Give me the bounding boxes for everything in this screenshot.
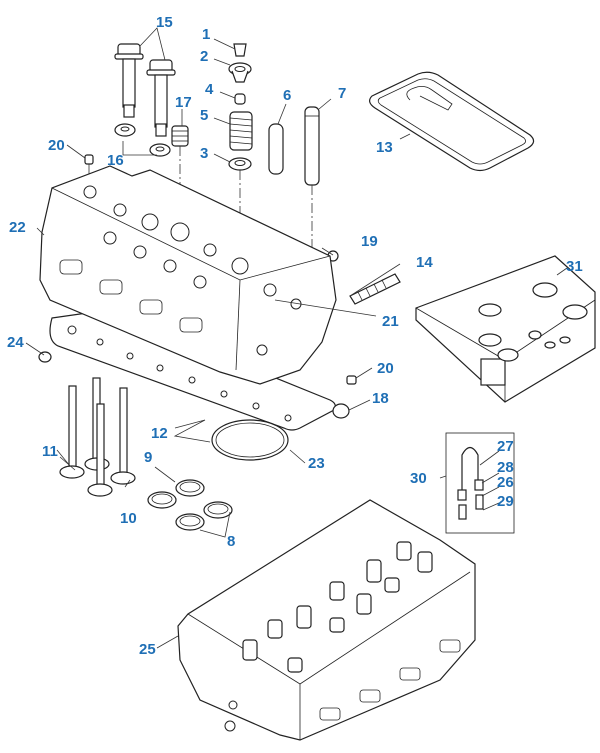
valve-cover-gasket xyxy=(369,71,535,172)
callout-16[interactable]: 16 xyxy=(107,152,124,169)
callout-8[interactable]: 8 xyxy=(227,533,235,550)
callout-30[interactable]: 30 xyxy=(410,470,427,487)
callout-23[interactable]: 23 xyxy=(308,455,325,472)
cylinder-head-assembly xyxy=(177,499,476,741)
leader-lines xyxy=(25,27,568,649)
plug-24 xyxy=(38,351,52,363)
tube-kit xyxy=(445,432,515,534)
valve-guide-7 xyxy=(304,106,320,186)
callout-6[interactable]: 6 xyxy=(283,87,291,104)
callouts: 15 1 2 4 6 7 17 5 13 20 3 16 22 19 14 31… xyxy=(7,14,583,658)
callout-3[interactable]: 3 xyxy=(200,145,208,162)
callout-22[interactable]: 22 xyxy=(9,219,26,236)
plug-20-top xyxy=(84,154,94,165)
head-bolt-left xyxy=(114,43,144,118)
head-bolt-right xyxy=(146,59,176,137)
callout-5[interactable]: 5 xyxy=(200,107,208,124)
spring-retainer xyxy=(228,62,252,83)
callout-12[interactable]: 12 xyxy=(151,425,168,442)
plug-18 xyxy=(332,403,350,419)
o-ring xyxy=(211,419,289,461)
callout-20-top[interactable]: 20 xyxy=(48,137,65,154)
callout-26[interactable]: 26 xyxy=(497,474,514,491)
gasket-kit-box xyxy=(415,255,596,403)
callout-20-side[interactable]: 20 xyxy=(377,360,394,377)
cylinder-head-upper xyxy=(39,165,337,385)
callout-29[interactable]: 29 xyxy=(497,493,514,510)
valve-spring xyxy=(229,111,253,151)
callout-27[interactable]: 27 xyxy=(497,438,514,455)
valve-stem-seal xyxy=(234,93,246,105)
callout-10[interactable]: 10 xyxy=(120,510,137,527)
valve-keeper xyxy=(233,43,247,57)
callout-25[interactable]: 25 xyxy=(139,641,156,658)
valves xyxy=(59,377,136,497)
callout-2[interactable]: 2 xyxy=(200,48,208,65)
callout-31[interactable]: 31 xyxy=(566,258,583,275)
small-spring xyxy=(171,125,189,147)
callout-14[interactable]: 14 xyxy=(416,254,433,271)
callout-9[interactable]: 9 xyxy=(144,449,152,466)
callout-19[interactable]: 19 xyxy=(361,233,378,250)
valve-springs-installed xyxy=(242,541,433,673)
callout-11[interactable]: 11 xyxy=(42,443,58,460)
callout-15[interactable]: 15 xyxy=(156,14,173,31)
callout-24[interactable]: 24 xyxy=(7,334,24,351)
callout-18[interactable]: 18 xyxy=(372,390,389,407)
callout-21[interactable]: 21 xyxy=(382,313,399,330)
callout-17[interactable]: 17 xyxy=(175,94,192,111)
callout-28[interactable]: 28 xyxy=(497,459,514,476)
callout-13[interactable]: 13 xyxy=(376,139,393,156)
valve-seat-inserts xyxy=(147,479,233,531)
stud xyxy=(349,273,401,305)
valve-guide-6 xyxy=(268,123,284,175)
callout-4[interactable]: 4 xyxy=(205,81,214,98)
head-gasket xyxy=(49,309,336,431)
callout-7[interactable]: 7 xyxy=(338,85,346,102)
callout-1[interactable]: 1 xyxy=(202,26,210,43)
plug-20-side xyxy=(346,375,357,385)
